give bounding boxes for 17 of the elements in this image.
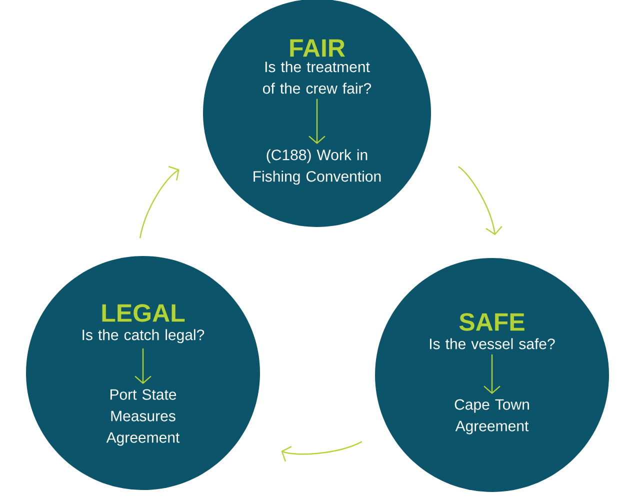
question-text: Is the vessel safe? (430, 338, 555, 350)
curved-arrow (458, 166, 502, 236)
circle (375, 258, 609, 492)
answer-text: Cape Town Agreement (454, 399, 529, 434)
question-text: Is the treatment of the crew fair? (263, 61, 372, 94)
question-text: Is the catch legal? (82, 329, 204, 344)
circle (26, 256, 260, 490)
arrow (484, 354, 500, 394)
curved-arrow (281, 441, 362, 462)
curved-arrow (139, 166, 180, 238)
heading: SAFE (459, 313, 524, 331)
answer-text: Port State Measures Agreement (106, 389, 180, 446)
heading: LEGAL (102, 304, 185, 322)
heading: FAIR (290, 39, 345, 57)
answer-text: (C188) Work in Fishing Convention (254, 149, 381, 185)
arrow (134, 348, 152, 384)
arrow (308, 98, 326, 144)
